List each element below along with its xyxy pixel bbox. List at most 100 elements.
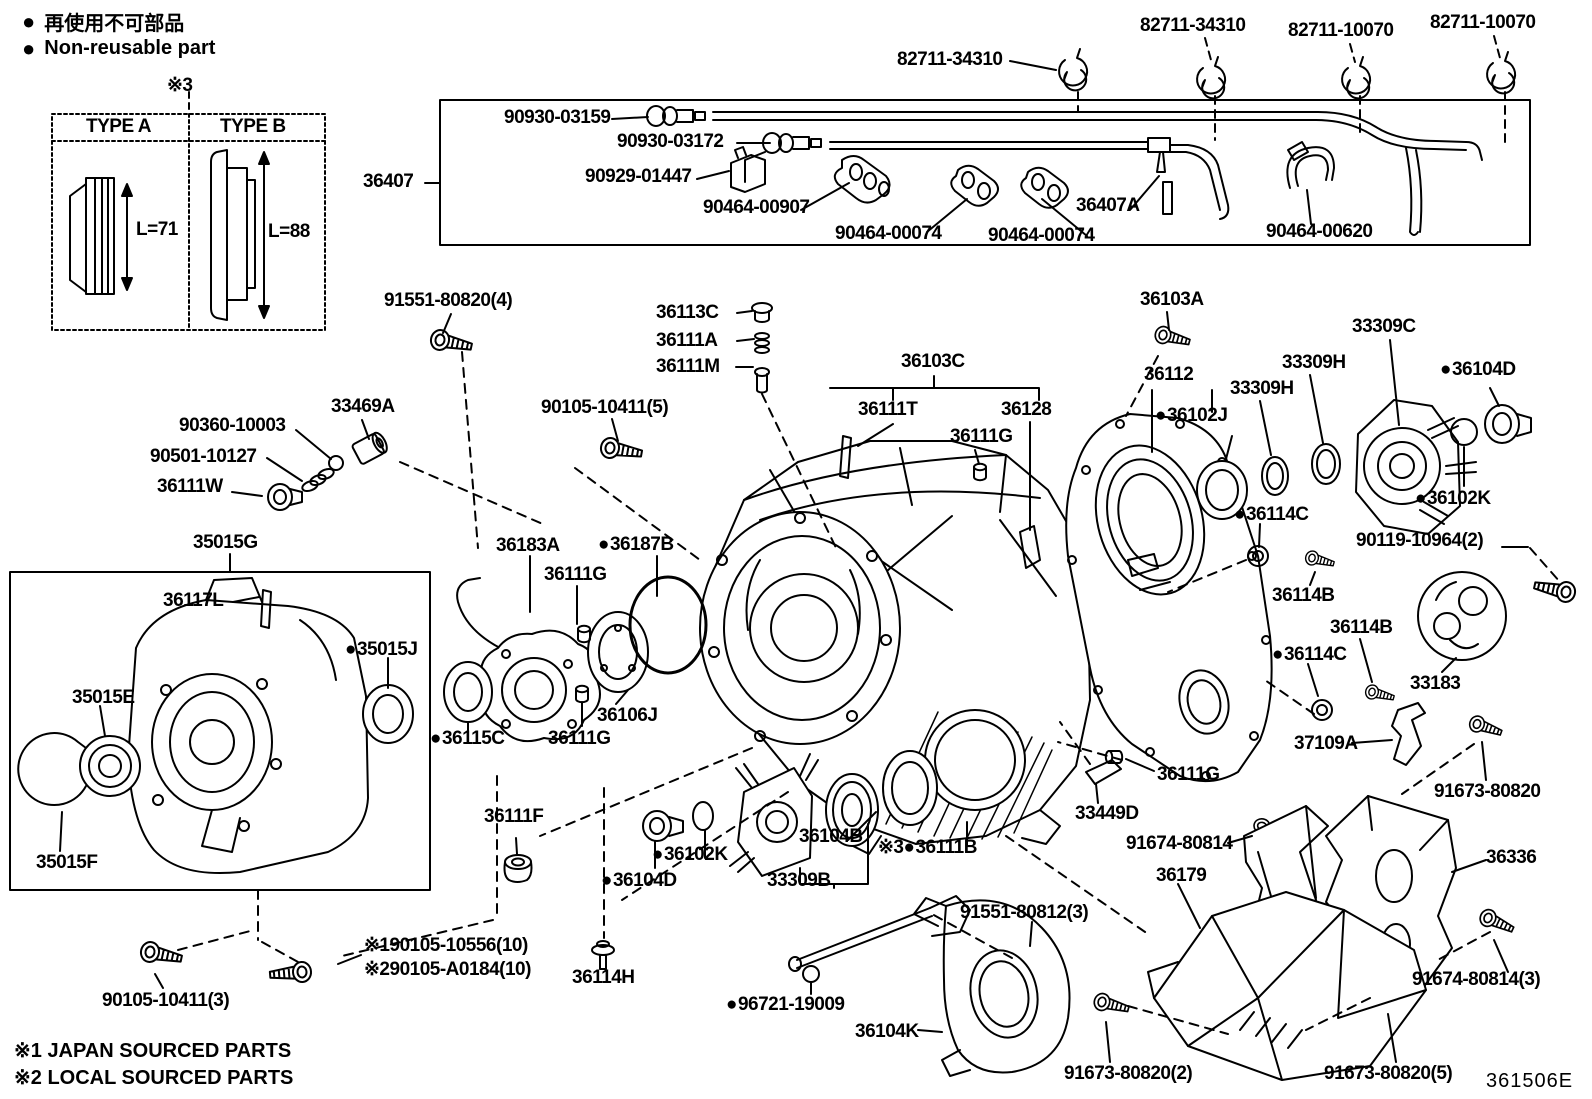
part-number: 36102J [1166,405,1228,426]
part-label: 36114H [572,968,635,988]
part-number: L=71 [136,219,178,240]
part-label: 91673-80820 [1434,782,1541,802]
ref-mark: ※3 [878,837,904,858]
dashed-leader-lines [177,351,1561,1035]
part-label: 90464-00074 [988,226,1095,246]
part-label: 90105-10411(5) [541,397,669,418]
type-reference-box [51,91,326,331]
part-label: 36112 [1144,365,1194,385]
part-label: 35015G [193,533,258,553]
part-number: 91674-80814 [1126,833,1233,854]
part-number: 33469A [331,396,395,417]
part-number: 90464-00620 [1266,221,1373,242]
part-number: 90119-10964(2) [1356,530,1484,551]
part-number: 36115C [441,728,505,749]
part-label: TYPE B [220,117,286,137]
part-number: 36111W [157,476,223,497]
part-number: 36113C [656,302,719,323]
part-number: 36104K [855,1021,919,1042]
part-number: 90930-03172 [617,131,724,152]
part-label: 36336 [1486,848,1537,868]
part-number: 90930-03159 [504,107,611,128]
part-label: 36111F [484,807,544,827]
part-label: 36113C [656,303,719,323]
connector-icon [646,105,706,127]
part-number: 36117L [163,590,224,611]
part-label: 91673-80820(5) [1324,1063,1453,1084]
ref-mark: ※2 [364,959,390,980]
part-label: 35015F [36,852,98,873]
part-number: 36179 [1156,865,1207,886]
part-label: 36103C [901,352,965,372]
part-label: 33449D [1075,804,1139,824]
part-number: 36111G [544,564,607,585]
part-label: 36407 [363,171,414,192]
part-label: 90501-10127 [150,447,257,467]
part-label: 36104B [799,827,863,847]
legend-text-en: Non-reusable part [44,37,216,59]
output-flange-group [729,750,938,877]
part-number: 36111A [656,330,718,351]
part-label: ※290105-A0184(10) [364,960,531,980]
part-number: 90105-10411(5) [541,397,669,418]
legend: ● 再使用不可部品 ● Non-reusable part [22,8,215,62]
non-reusable-dot: ● [1234,504,1245,525]
part-label: 36111T [858,400,918,420]
plug-icon [1484,404,1532,444]
part-label: 90930-03159 [504,108,611,128]
non-reusable-dot: ● [22,35,36,61]
part-number: 82711-34310 [897,49,1003,70]
part-label: 36111W [157,477,223,497]
non-reusable-dot: ● [652,844,663,865]
part-number: 36106J [597,705,658,726]
bracket-37109A-icon [1391,702,1426,766]
part-label: 36111G [1157,765,1220,785]
seal-icons [1196,443,1341,520]
part-number: 36114C [1245,504,1309,525]
part-number: 36114B [1330,617,1393,638]
part-label: 91673-80820(2) [1064,1064,1193,1084]
part-number: 36407A [1076,195,1140,216]
part-label: 33309H [1282,353,1346,373]
part-number: 90464-00074 [988,225,1095,246]
non-reusable-dot: ● [1155,405,1166,426]
part-label: 82711-10070 [1430,13,1536,33]
part-number: 82711-10070 [1288,20,1394,41]
non-reusable-dot: ● [598,534,609,555]
part-label: 91674-80814 [1126,834,1233,854]
part-label: 90464-00907 [703,198,810,218]
part-number: TYPE A [86,116,151,137]
part-label: ●36114C [1234,505,1309,525]
part-number: 36104D [1451,359,1516,380]
small-hardware [1247,545,1397,721]
part-label: L=88 [268,222,310,242]
part-number: 91673-80820(5) [1324,1063,1453,1084]
footnotes: ※1 JAPAN SOURCED PARTS ※2 LOCAL SOURCED … [14,1038,293,1092]
part-label: 36114B [1272,586,1335,606]
part-number: 90360-10003 [179,415,286,436]
part-label: 36103A [1140,290,1204,310]
part-label: 90930-03172 [617,132,724,152]
part-number: 36114C [1283,644,1347,665]
part-label: 91551-80812(3) [960,903,1089,923]
part-number: 90105-10411(3) [102,990,230,1011]
part-number: 35015E [72,687,135,708]
part-label: 36179 [1156,865,1207,886]
part-number: 33309B [767,870,831,891]
part-label: 36114B [1330,618,1393,638]
part-number: 33183 [1410,673,1461,694]
part-label: ●36114C [1272,645,1347,665]
part-number: 36111G [1157,764,1220,785]
non-reusable-dot: ● [1415,488,1426,509]
footnote-2: ※2 LOCAL SOURCED PARTS [14,1067,294,1089]
part-label: 82711-10070 [1288,20,1394,41]
transfer-case-drawing [699,440,1091,855]
part-label: 33309B [767,871,831,891]
extension-housing-box [9,571,431,891]
chain-cover-drawing [1065,413,1273,783]
part-number: 35015F [36,852,98,873]
part-label: 36128 [1001,400,1052,420]
part-number: 36407 [363,171,414,192]
